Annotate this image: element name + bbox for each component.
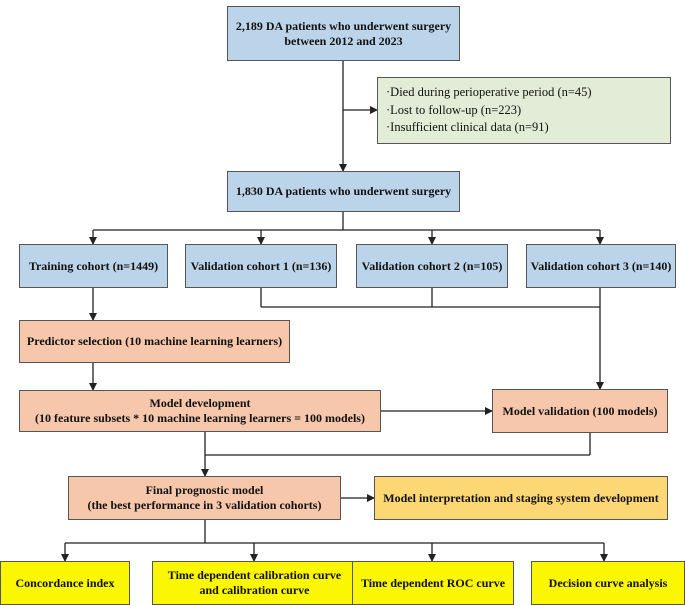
calibration-curve-line1: Time dependent calibration curve	[167, 568, 342, 582]
exclusion-item: ·Died during perioperative period (n=45)	[386, 85, 592, 100]
calibration-curve-box: Time dependent calibration curve and cal…	[152, 561, 357, 605]
validation-cohort-2-label: Validation cohort 2 (n=105)	[361, 258, 503, 273]
predictor-selection-box: Predictor selection (10 machine learning…	[19, 320, 290, 363]
model-development-line2: (10 feature subsets * 10 machine learnin…	[35, 411, 365, 425]
final-model-line1: Final prognostic model	[145, 483, 264, 497]
model-development-box: Model development (10 feature subsets * …	[19, 390, 381, 432]
initial-population-box: 2,189 DA patients who underwent surgery …	[227, 6, 460, 61]
final-model-box: Final prognostic model (the best perform…	[68, 476, 341, 520]
validation-cohort-3-box: Validation cohort 3 (n=140)	[526, 244, 676, 288]
calibration-curve-line2: and calibration curve	[199, 583, 310, 597]
included-population-box: 1,830 DA patients who underwent surgery	[227, 171, 460, 212]
roc-curve-box: Time dependent ROC curve	[352, 561, 514, 605]
initial-population-line1: 2,189 DA patients who underwent surgery	[235, 18, 452, 33]
roc-curve-label: Time dependent ROC curve	[360, 575, 506, 590]
exclusion-item: ·Insufficient clinical data (n=91)	[386, 120, 549, 135]
decision-curve-box: Decision curve analysis	[531, 561, 685, 605]
validation-cohort-2-box: Validation cohort 2 (n=105)	[356, 244, 508, 288]
validation-cohort-3-label: Validation cohort 3 (n=140)	[530, 258, 672, 273]
included-population-label: 1,830 DA patients who underwent surgery	[235, 184, 452, 198]
model-development-line1: Model development	[149, 396, 251, 410]
predictor-selection-label: Predictor selection (10 machine learning…	[26, 334, 283, 348]
training-cohort-box: Training cohort (n=1449)	[19, 244, 168, 288]
model-validation-box: Model validation (100 models)	[492, 389, 668, 433]
validation-cohort-1-label: Validation cohort 1 (n=136)	[190, 258, 332, 273]
training-cohort-label: Training cohort (n=1449)	[28, 258, 159, 273]
exclusion-item: ·Lost to follow-up (n=223)	[386, 102, 522, 117]
concordance-index-box: Concordance index	[0, 561, 130, 605]
initial-population-line2: between 2012 and 2023	[284, 33, 403, 48]
validation-cohort-1-box: Validation cohort 1 (n=136)	[185, 244, 337, 288]
concordance-index-label: Concordance index	[15, 575, 115, 590]
final-model-line2: (the best performance in 3 validation co…	[87, 498, 322, 512]
decision-curve-label: Decision curve analysis	[548, 575, 668, 590]
exclusion-box: ·Died during perioperative period (n=45)…	[377, 77, 671, 144]
interpretation-box: Model interpretation and staging system …	[374, 476, 668, 520]
model-validation-label: Model validation (100 models)	[502, 403, 658, 418]
interpretation-label: Model interpretation and staging system …	[383, 490, 659, 505]
